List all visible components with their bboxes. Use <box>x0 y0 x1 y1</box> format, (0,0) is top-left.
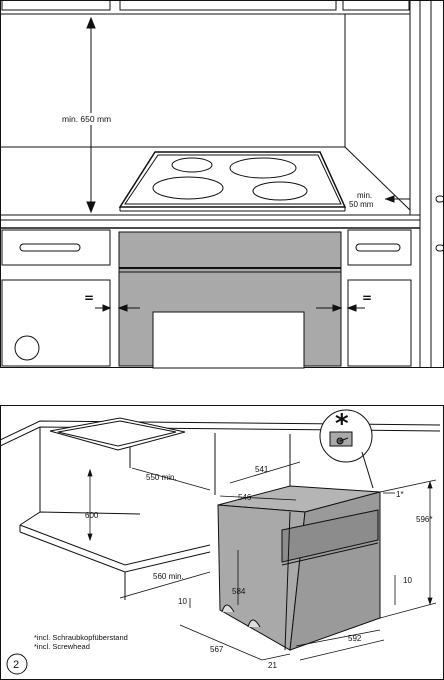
min-height-label: min. 650 mm <box>62 114 111 124</box>
dimension-lines <box>87 461 437 661</box>
equal-sign-right: = <box>362 291 372 305</box>
side-clearance-label-1: min. <box>357 191 372 200</box>
dim-596: 596* <box>416 515 432 524</box>
figure-1-front-view <box>0 0 444 369</box>
side-clearance-label-2: 50 mm <box>349 200 374 209</box>
screw-detail <box>319 409 374 489</box>
figure-1-labels: min. 650 mm min. 50 mm = = <box>60 113 374 305</box>
dim-584: 584 <box>232 587 246 596</box>
dim-567: 567 <box>210 645 224 654</box>
upper-cabinets <box>0 0 410 15</box>
countertop <box>0 214 420 229</box>
dim-21: 21 <box>268 661 277 670</box>
perspective-oven <box>217 485 381 651</box>
dim-550-min: 550 min. <box>146 473 177 482</box>
dim-546: 546 <box>238 493 252 502</box>
footnote-de: *incl. Schraubkopfüberstand <box>34 633 128 642</box>
figure-number-circle <box>6 653 28 675</box>
figure-2-labels: 541 550 min. 546 600 560 min. 1* 596* 58… <box>6 465 432 675</box>
tall-cabinet-right <box>419 0 444 368</box>
right-base-cabinets <box>347 229 412 367</box>
dim-560-min: 560 min. <box>153 572 184 581</box>
figure-2-perspective-view <box>0 405 444 680</box>
equal-sign-left: = <box>84 291 94 305</box>
left-base-cabinets <box>1 229 111 367</box>
dim-10-right: 10 <box>403 576 412 585</box>
dim-1: 1* <box>396 490 404 499</box>
dim-541: 541 <box>255 465 269 474</box>
perspective-countertop <box>0 417 441 600</box>
dim-592: 592 <box>348 634 362 643</box>
footnote-en: *incl. Screwhead <box>34 642 90 651</box>
figure-number: 2 <box>13 659 19 671</box>
hob <box>118 151 347 212</box>
dim-10-left: 10 <box>178 597 187 606</box>
asterisk-icon: * <box>335 409 349 439</box>
dim-600: 600 <box>85 511 99 520</box>
oven-front <box>118 231 342 369</box>
equal-spacing-arrows <box>95 304 365 312</box>
side-clearance-arrow <box>384 195 410 203</box>
